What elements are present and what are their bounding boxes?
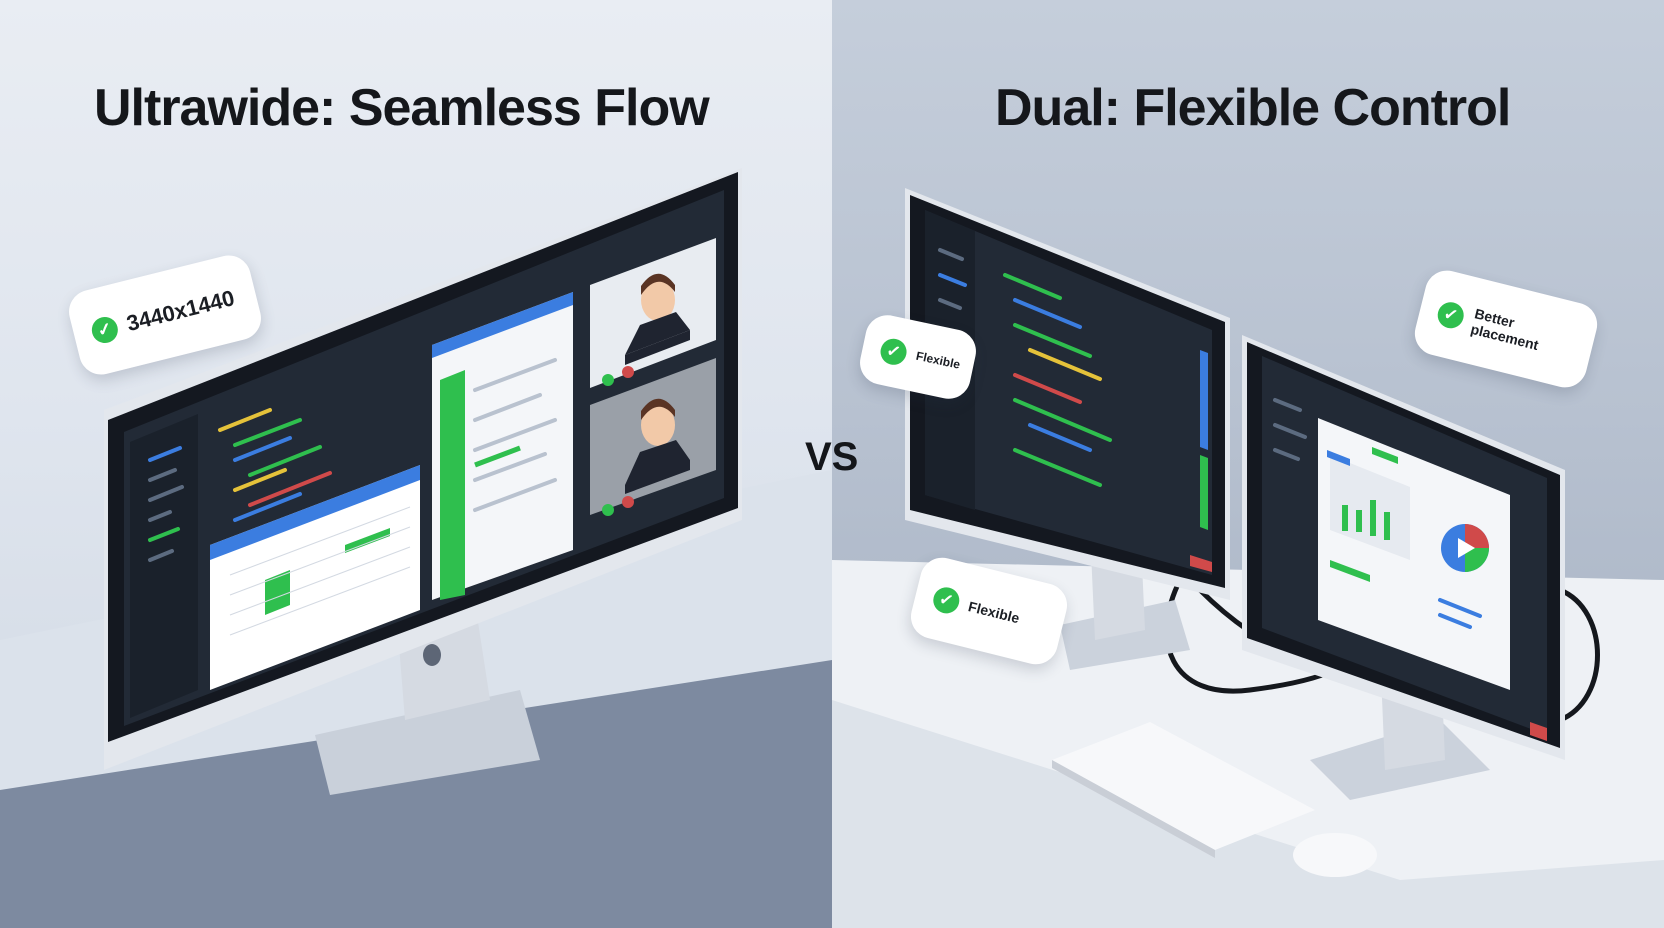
keyboard	[1052, 722, 1315, 858]
mouse	[1293, 833, 1377, 877]
left-title: Ultrawide: Seamless Flow	[94, 79, 710, 137]
resolution-text: 3440x1440	[124, 285, 237, 337]
placement-callout-text: Better placement	[1469, 305, 1541, 354]
checkmark-icon: ✓	[89, 314, 121, 346]
dual-monitor-left	[905, 188, 1230, 670]
checkmark-icon: ✓	[1434, 299, 1467, 331]
flexible-callout-text: Flexible	[914, 348, 962, 372]
dual-monitor-right	[1242, 335, 1565, 800]
pie-chart-icon	[1441, 524, 1489, 572]
versus-label: VS	[805, 435, 859, 479]
spreadsheet-window	[210, 465, 420, 690]
person-avatar-top	[625, 273, 690, 365]
right-title: Dual: Flexible Control	[995, 79, 1511, 137]
right-desk-shade	[832, 700, 1664, 928]
ultrawide-monitor	[104, 168, 742, 795]
person-avatar-bottom	[625, 398, 690, 494]
document-window	[432, 292, 573, 600]
checkmark-icon: ✓	[930, 584, 963, 617]
apple-logo-icon	[423, 644, 441, 666]
checkmark-icon: ✓	[878, 336, 909, 368]
left-monitor-screen	[925, 210, 1212, 575]
ultrawide-stand-base	[315, 690, 540, 795]
desk-callout-text: Flexible	[966, 598, 1022, 627]
